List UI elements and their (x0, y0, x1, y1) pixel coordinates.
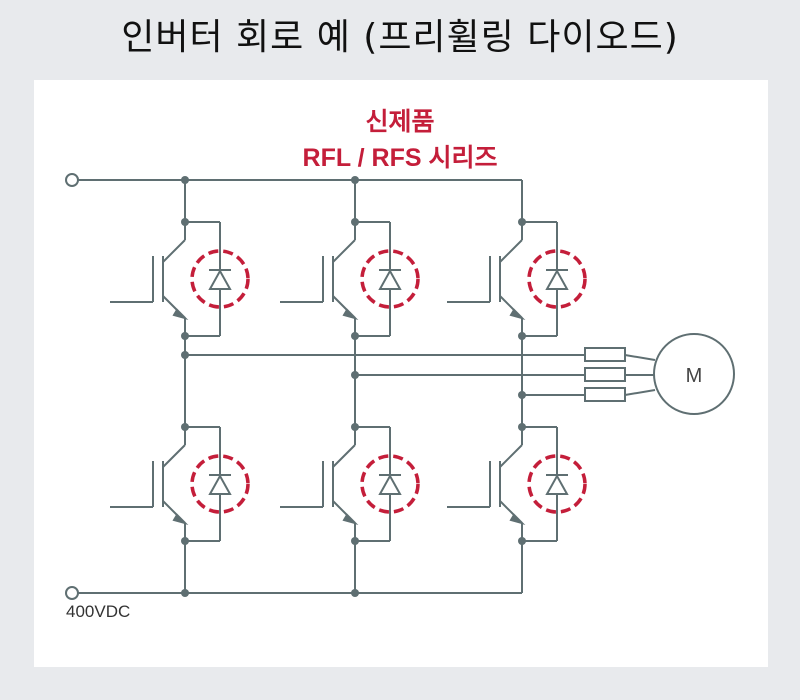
page-title: 인버터 회로 예 (프리휠링 다이오드) (121, 17, 679, 58)
negative-terminal (65, 586, 79, 600)
product-label-line1: 신제품 (365, 108, 435, 136)
lower-switch-w (445, 425, 587, 543)
lower-switch-v (278, 425, 420, 543)
upper-switch-u (108, 220, 250, 338)
resistor-u (584, 347, 626, 362)
resistor-w (584, 387, 626, 402)
resistor-v (584, 367, 626, 382)
motor-label: M (686, 365, 703, 387)
lower-switch-u (108, 425, 250, 543)
product-label-line2: RFL / RFS 시리즈 (302, 144, 498, 172)
upper-switch-v (278, 220, 420, 338)
diagram-panel (34, 80, 768, 667)
upper-switch-w (445, 220, 587, 338)
motor-symbol (653, 333, 735, 415)
junction-dots (181, 176, 526, 597)
voltage-label: 400VDC (66, 602, 131, 621)
positive-terminal (65, 173, 79, 187)
